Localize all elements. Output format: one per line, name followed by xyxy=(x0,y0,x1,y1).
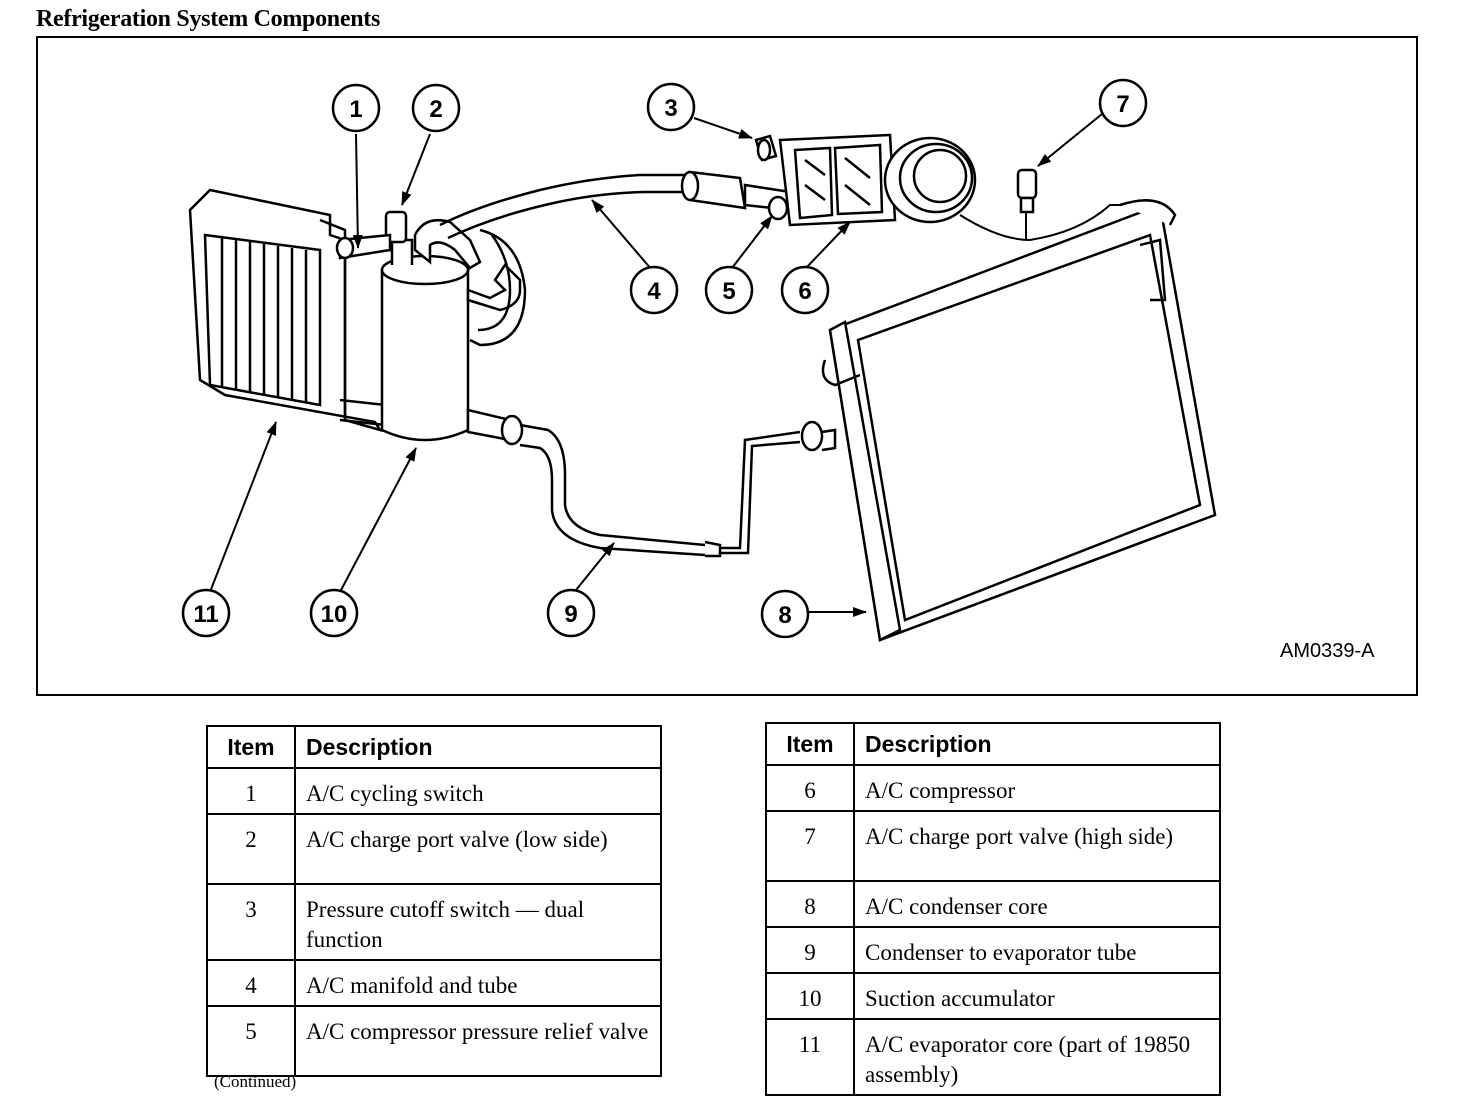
table-row: 9 Condenser to evaporator tube xyxy=(765,926,1221,974)
item-description: A/C cycling switch xyxy=(294,767,662,815)
item-number: 11 xyxy=(765,1018,855,1096)
item-description: A/C charge port valve (low side) xyxy=(294,813,662,885)
item-description: A/C condenser core xyxy=(853,880,1221,928)
charge-valve-high-side xyxy=(1016,168,1038,214)
table-header-row: Item Description xyxy=(206,725,662,769)
item-description: Condenser to evaporator tube xyxy=(853,926,1221,974)
item-description: A/C charge port valve (high side) xyxy=(853,810,1221,882)
parts-table-right: Item Description 6 A/C compressor 7 A/C … xyxy=(765,722,1221,1096)
item-number: 5 xyxy=(206,1005,296,1077)
item-number: 6 xyxy=(765,764,855,812)
evaporator-core xyxy=(188,188,387,433)
table-row: 7 A/C charge port valve (high side) xyxy=(765,810,1221,882)
item-number: 7 xyxy=(765,810,855,882)
figure-code: AM0339-A xyxy=(1280,640,1375,662)
refrigeration-diagram: 1 2 3 4 5 6 7 8 xyxy=(181,78,1217,642)
svg-text:5: 5 xyxy=(722,278,735,305)
table-row: 3 Pressure cutoff switch — dual function xyxy=(206,883,662,961)
callout-4: 4 xyxy=(629,265,679,315)
page-title: Refrigeration System Components xyxy=(36,6,380,32)
table-row: 1 A/C cycling switch xyxy=(206,767,662,815)
liquid-line xyxy=(519,420,837,558)
callout-3: 3 xyxy=(646,82,696,132)
table-row: 2 A/C charge port valve (low side) xyxy=(206,813,662,885)
svg-text:10: 10 xyxy=(321,601,348,628)
callout-1: 1 xyxy=(331,83,381,133)
callout-6: 6 xyxy=(780,265,830,315)
callout-9: 9 xyxy=(546,588,596,638)
continued-note: (Continued) xyxy=(214,1072,297,1091)
callout-2: 2 xyxy=(411,83,461,133)
item-description: A/C compressor xyxy=(853,764,1221,812)
item-number: 9 xyxy=(765,926,855,974)
svg-text:1: 1 xyxy=(349,96,362,123)
svg-text:7: 7 xyxy=(1116,91,1129,118)
svg-text:6: 6 xyxy=(798,278,811,305)
callout-8: 8 xyxy=(760,589,810,639)
item-description: A/C manifold and tube xyxy=(294,959,662,1007)
item-description: A/C evaporator core (part of 19850 assem… xyxy=(853,1018,1221,1096)
item-number: 10 xyxy=(765,972,855,1020)
table-row: 8 A/C condenser core xyxy=(765,880,1221,928)
svg-text:2: 2 xyxy=(429,96,442,123)
compressor xyxy=(754,133,977,227)
leader-lines xyxy=(209,113,1103,617)
table-row: 6 A/C compressor xyxy=(765,764,1221,812)
svg-text:4: 4 xyxy=(647,278,661,305)
item-number: 8 xyxy=(765,880,855,928)
item-number: 1 xyxy=(206,767,296,815)
figure-frame xyxy=(36,36,1418,696)
item-description: Pressure cutoff switch — dual function xyxy=(294,883,662,961)
svg-text:8: 8 xyxy=(778,602,791,629)
header-item: Item xyxy=(206,725,296,769)
table-row: 5 A/C compressor pressure relief valve xyxy=(206,1005,662,1077)
callout-7: 7 xyxy=(1098,78,1148,128)
svg-text:11: 11 xyxy=(193,601,218,628)
item-description: A/C compressor pressure relief valve xyxy=(294,1005,662,1077)
header-description: Description xyxy=(853,722,1221,766)
item-number: 2 xyxy=(206,813,296,885)
item-number: 4 xyxy=(206,959,296,1007)
item-number: 3 xyxy=(206,883,296,961)
item-description: Suction accumulator xyxy=(853,972,1221,1020)
callout-11: 11 xyxy=(181,588,231,638)
table-header-row: Item Description xyxy=(765,722,1221,766)
parts-table-left: Item Description 1 A/C cycling switch 2 … xyxy=(206,725,662,1077)
svg-text:3: 3 xyxy=(664,95,677,122)
callouts: 1 2 3 4 5 6 7 8 xyxy=(181,78,1148,639)
table-row: 11 A/C evaporator core (part of 19850 as… xyxy=(765,1018,1221,1096)
table-row: 4 A/C manifold and tube xyxy=(206,959,662,1007)
header-description: Description xyxy=(294,725,662,769)
svg-text:9: 9 xyxy=(564,601,577,628)
manifold-tube xyxy=(439,170,792,347)
callout-10: 10 xyxy=(309,588,359,638)
callout-5: 5 xyxy=(704,265,754,315)
condenser-core xyxy=(821,199,1217,642)
suction-accumulator xyxy=(335,210,524,446)
header-item: Item xyxy=(765,722,855,766)
table-row: 10 Suction accumulator xyxy=(765,972,1221,1020)
